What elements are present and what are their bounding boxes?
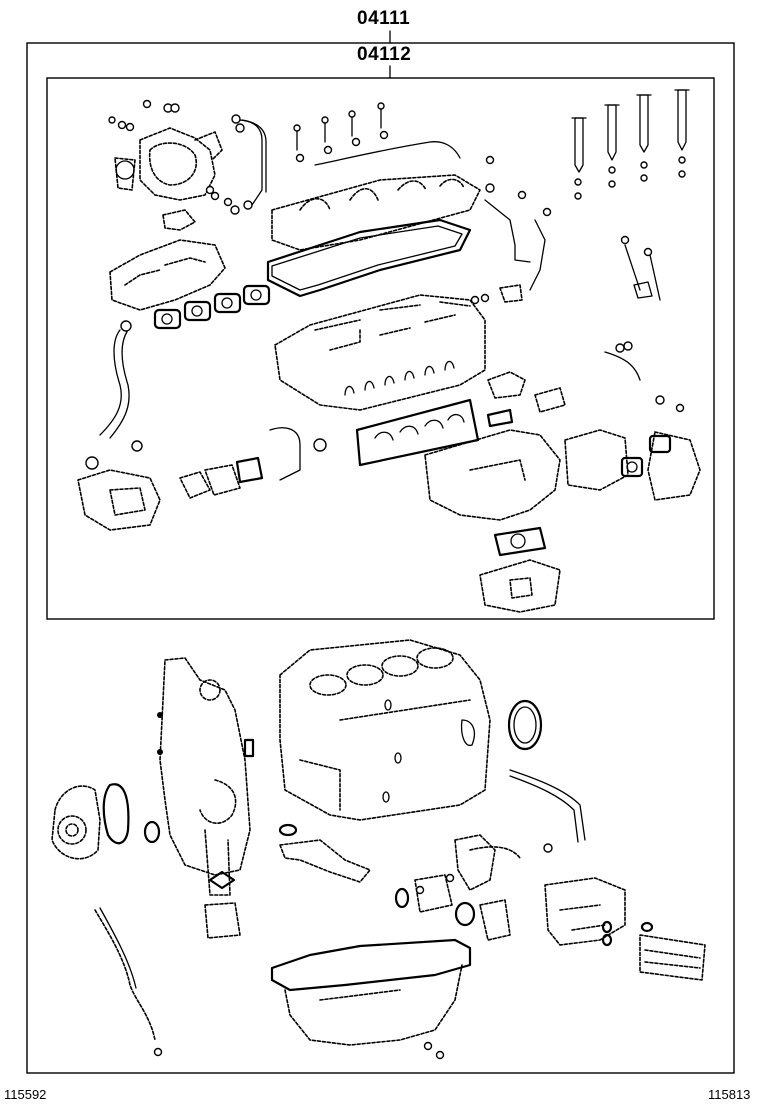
inner-kit-parts	[77, 89, 701, 613]
cylinder-block	[279, 639, 491, 821]
fuel-injectors	[571, 89, 690, 200]
intake-connector	[479, 526, 561, 613]
rear-oil-seal	[507, 699, 543, 751]
inner-kit-frame	[46, 77, 715, 620]
outer-kit-parts	[51, 639, 706, 1060]
egr-valve	[77, 456, 161, 531]
turbo-oil-pipe	[236, 119, 263, 206]
oil-filter-bracket	[544, 877, 626, 947]
outer-kit-label[interactable]: 04111	[357, 8, 411, 29]
illustration-code-left: 115592	[4, 1087, 47, 1102]
water-pump	[51, 783, 161, 860]
oil-pan	[270, 938, 472, 1060]
head-cover-gasket	[266, 218, 472, 298]
oil-cooler	[639, 921, 706, 981]
exhaust-manifold-gaskets	[153, 284, 271, 330]
oil-pipe-right	[604, 351, 641, 381]
water-outlet-pipe	[509, 769, 586, 841]
water-bypass-pipe	[99, 329, 122, 436]
timing-gear-case	[157, 657, 255, 896]
cylinder-head	[274, 294, 486, 411]
water-inlet-thermostat	[394, 834, 521, 941]
inlet-pipe-parts	[179, 427, 327, 499]
oil-strainer-parts	[204, 823, 371, 939]
cylinder-head-cover	[271, 174, 481, 251]
cover-bolts	[293, 102, 461, 166]
oil-level-gauge-guide	[94, 909, 156, 1041]
intake-manifold	[424, 371, 566, 521]
illustration-code-right: 115813	[708, 1087, 751, 1102]
valves	[620, 235, 661, 301]
egr-cooler	[564, 429, 701, 501]
outer-kit-frame	[26, 42, 735, 1074]
fuel-return-line	[484, 199, 531, 263]
turbocharger	[108, 99, 223, 201]
inner-kit-label[interactable]: 04112	[357, 44, 412, 65]
exhaust-manifold	[109, 209, 226, 311]
